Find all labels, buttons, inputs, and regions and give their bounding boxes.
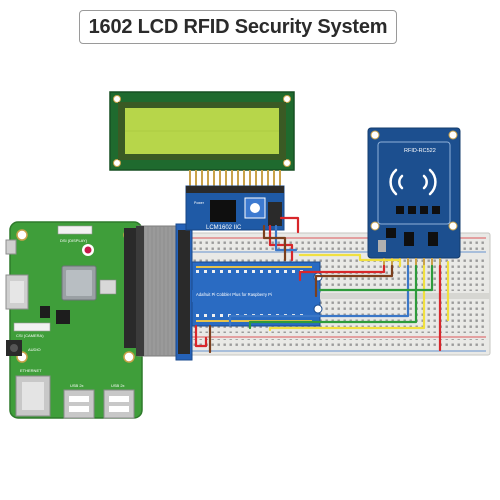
csi-connector	[13, 322, 51, 332]
wire-yellow	[298, 253, 402, 268]
lcd-1602-display	[109, 91, 295, 171]
wire-green	[248, 264, 418, 330]
wire-red	[268, 224, 294, 262]
raspberry-logo-icon	[82, 244, 94, 256]
small-chip	[40, 306, 50, 318]
usb-port-2	[103, 389, 135, 419]
wire-red	[298, 264, 386, 282]
wire-green	[318, 264, 434, 292]
ribbon-cable	[136, 225, 177, 357]
rfid-label: RFID-RC522	[404, 148, 436, 154]
wires	[194, 216, 450, 354]
audio-label: AUDIO	[28, 347, 41, 352]
mount-hole	[123, 351, 135, 363]
i2c-pins	[268, 202, 282, 226]
small-chip	[56, 310, 70, 324]
rfid-rc522-module: RFID-RC522	[367, 127, 461, 259]
wire-brown	[314, 264, 394, 298]
gpio-header	[124, 228, 138, 348]
dsi-connector	[57, 225, 93, 235]
wire-red	[194, 324, 208, 348]
usb-port-1	[63, 389, 95, 419]
rfid-wave-icon	[389, 168, 437, 196]
pi-cobbler-board: Adafruit Pi Cobbler Plus for Raspberry P…	[175, 223, 323, 361]
title-box: 1602 LCD RFID Security System	[79, 10, 397, 44]
dsi-label: DSI (DISPLAY)	[60, 238, 88, 243]
potentiometer-knob-icon	[250, 203, 260, 213]
csi-label: CSI (CAMERA)	[16, 333, 44, 338]
power-port	[5, 239, 17, 255]
wire-blue	[274, 224, 298, 252]
power-label: Power	[194, 201, 205, 205]
lcd-header-pins	[189, 170, 281, 188]
wireless-chip	[99, 279, 117, 295]
wire-red	[279, 216, 300, 234]
cobbler-label: Adafruit Pi Cobbler Plus for Raspberry P…	[196, 292, 272, 297]
raspberry-pi-board: DSI (DISPLAY) CSI (CAMERA) AUDIO ETHERNE…	[5, 221, 143, 419]
wire-yellow	[268, 264, 426, 332]
lcd-i2c-label: LCM1602 IIC	[206, 225, 242, 231]
mount-hole	[16, 229, 28, 241]
usb-label-1: USB 2x	[70, 383, 84, 388]
potentiometer-housing	[210, 200, 236, 222]
ethernet-label: ETHERNET	[20, 368, 42, 373]
wire-brown	[262, 224, 287, 262]
usb-label-2: USB 2x	[111, 383, 125, 388]
mount-hole	[313, 304, 323, 314]
i2c-backpack-module: Power LCM1602 IIC	[185, 185, 285, 231]
page-title: 1602 LCD RFID Security System	[88, 15, 388, 38]
